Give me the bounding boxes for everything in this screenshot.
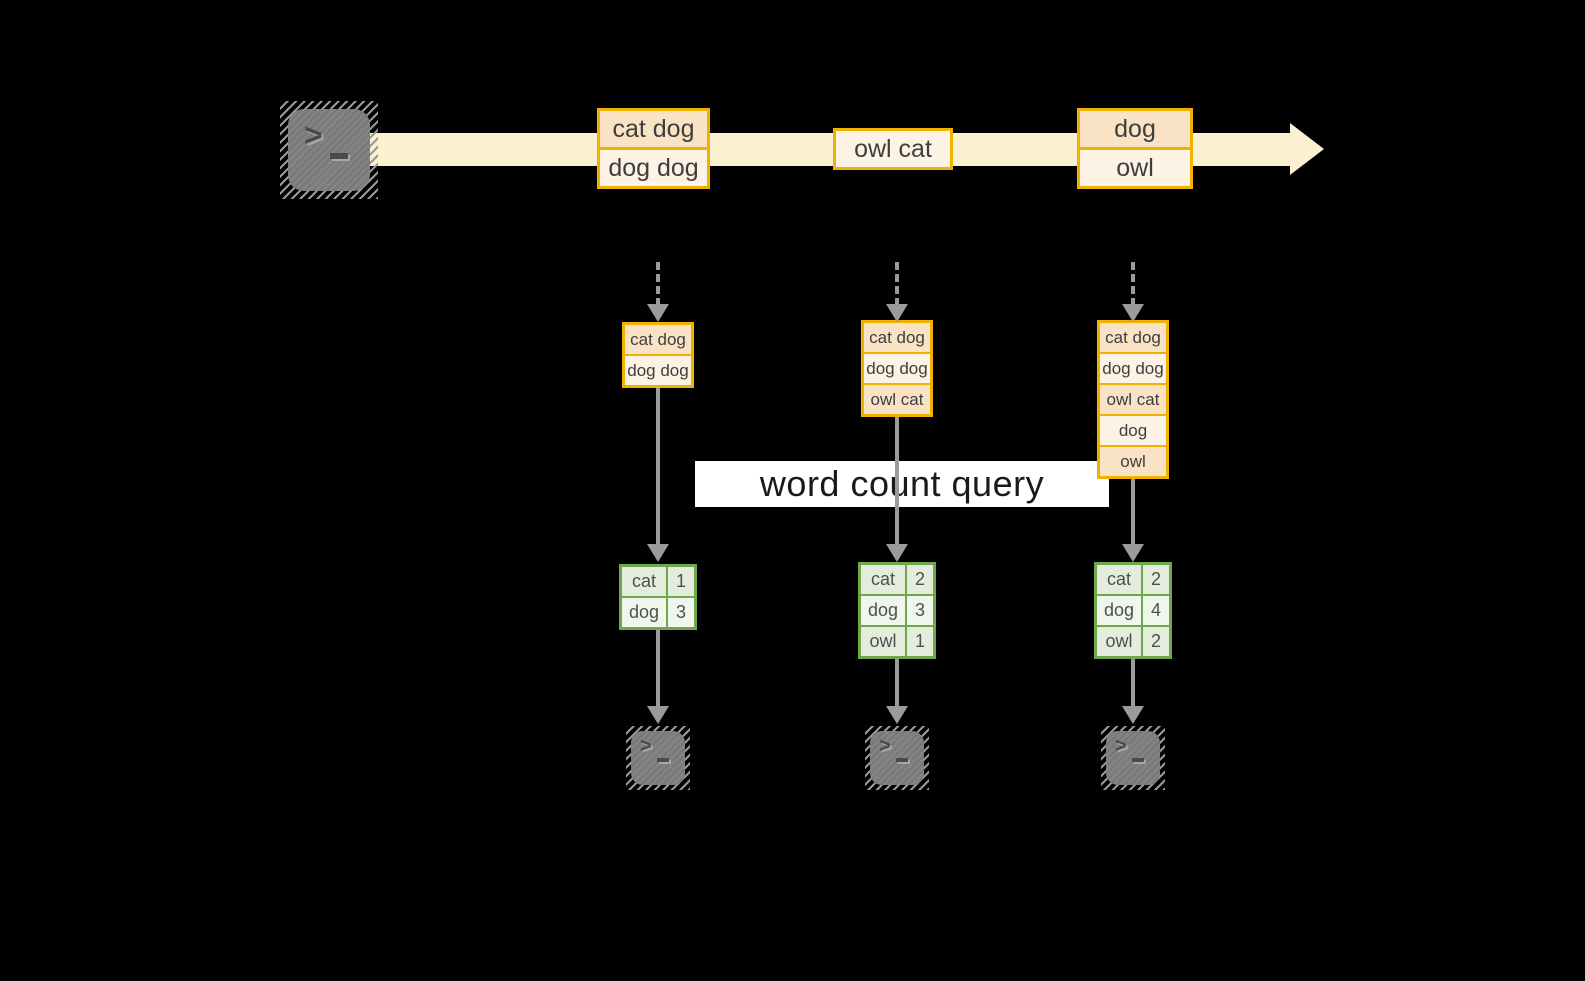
count-cell: 2 (907, 565, 933, 594)
table-row: owl 1 (861, 625, 933, 656)
prompt-underscore-icon (896, 758, 908, 762)
terminal-icon: > (870, 731, 924, 785)
buffer-item: dog dog (864, 352, 930, 383)
query-label: word count query (695, 461, 1109, 507)
count-table: cat 1 dog 3 (619, 564, 697, 630)
table-row: dog 3 (861, 594, 933, 625)
output-arrowhead-icon (647, 706, 669, 724)
count-cell: 2 (1143, 565, 1169, 594)
count-table: cat 2 dog 4 owl 2 (1094, 562, 1172, 659)
table-row: owl 2 (1097, 625, 1169, 656)
stream-batch: owl cat (833, 128, 953, 170)
output-arrow-line (895, 659, 899, 706)
buffer-item: owl (1100, 445, 1166, 476)
buffer-item: cat dog (864, 323, 930, 352)
buffer-item: dog (1100, 414, 1166, 445)
word-cell: dog (861, 596, 907, 625)
source-terminal-hatch: > (280, 101, 378, 199)
process-arrow-line (895, 417, 899, 544)
stream-item: owl (1080, 147, 1190, 186)
stream-arrowhead-icon (1290, 123, 1324, 175)
prompt-chevron-icon: > (879, 735, 891, 757)
ingest-arrow-line (1131, 262, 1135, 306)
prompt-underscore-icon (1132, 758, 1144, 762)
table-row: cat 2 (1097, 565, 1169, 594)
terminal-icon: > (288, 109, 370, 191)
buffer-item: dog dog (1100, 352, 1166, 383)
buffer-item: owl cat (864, 383, 930, 414)
process-arrow-line (656, 388, 660, 544)
buffer-stack: cat dog dog dog owl cat (861, 320, 933, 417)
output-arrow-line (656, 630, 660, 706)
word-cell: dog (1097, 596, 1143, 625)
ingest-arrow-line (895, 262, 899, 306)
count-cell: 3 (668, 598, 694, 627)
worker-terminal-hatch: > (865, 726, 929, 790)
table-row: cat 2 (861, 565, 933, 594)
buffer-stack: cat dog dog dog (622, 322, 694, 388)
ingest-arrowhead-icon (886, 304, 908, 322)
count-cell: 4 (1143, 596, 1169, 625)
table-row: cat 1 (622, 567, 694, 596)
ingest-arrowhead-icon (1122, 304, 1144, 322)
count-cell: 1 (668, 567, 694, 596)
count-cell: 3 (907, 596, 933, 625)
terminal-icon: > (1106, 731, 1160, 785)
output-arrowhead-icon (886, 706, 908, 724)
ingest-arrowhead-icon (647, 304, 669, 322)
count-table: cat 2 dog 3 owl 1 (858, 562, 936, 659)
buffer-item: cat dog (1100, 323, 1166, 352)
word-cell: owl (861, 627, 907, 656)
prompt-chevron-icon: > (304, 117, 323, 153)
buffer-item: cat dog (625, 325, 691, 354)
process-arrowhead-icon (1122, 544, 1144, 562)
stream-item: owl cat (836, 131, 950, 167)
stream-item: dog dog (600, 147, 707, 186)
stream-item: cat dog (600, 111, 707, 147)
output-arrow-line (1131, 659, 1135, 706)
buffer-item: dog dog (625, 354, 691, 385)
worker-terminal-hatch: > (626, 726, 690, 790)
process-arrowhead-icon (886, 544, 908, 562)
table-row: dog 4 (1097, 594, 1169, 625)
word-cell: cat (861, 565, 907, 594)
table-row: dog 3 (622, 596, 694, 627)
stream-batch: dog owl (1077, 108, 1193, 189)
prompt-chevron-icon: > (640, 735, 652, 757)
stream-batch: cat dog dog dog (597, 108, 710, 189)
process-arrow-line (1131, 479, 1135, 544)
ingest-arrow-line (656, 262, 660, 306)
prompt-chevron-icon: > (1115, 735, 1127, 757)
word-cell: owl (1097, 627, 1143, 656)
buffer-stack: cat dog dog dog owl cat dog owl (1097, 320, 1169, 479)
word-cell: cat (1097, 565, 1143, 594)
output-arrowhead-icon (1122, 706, 1144, 724)
process-arrowhead-icon (647, 544, 669, 562)
stream-item: dog (1080, 111, 1190, 147)
word-cell: dog (622, 598, 668, 627)
count-cell: 2 (1143, 627, 1169, 656)
count-cell: 1 (907, 627, 933, 656)
terminal-icon: > (631, 731, 685, 785)
buffer-item: owl cat (1100, 383, 1166, 414)
word-cell: cat (622, 567, 668, 596)
prompt-underscore-icon (330, 153, 348, 159)
prompt-underscore-icon (657, 758, 669, 762)
worker-terminal-hatch: > (1101, 726, 1165, 790)
